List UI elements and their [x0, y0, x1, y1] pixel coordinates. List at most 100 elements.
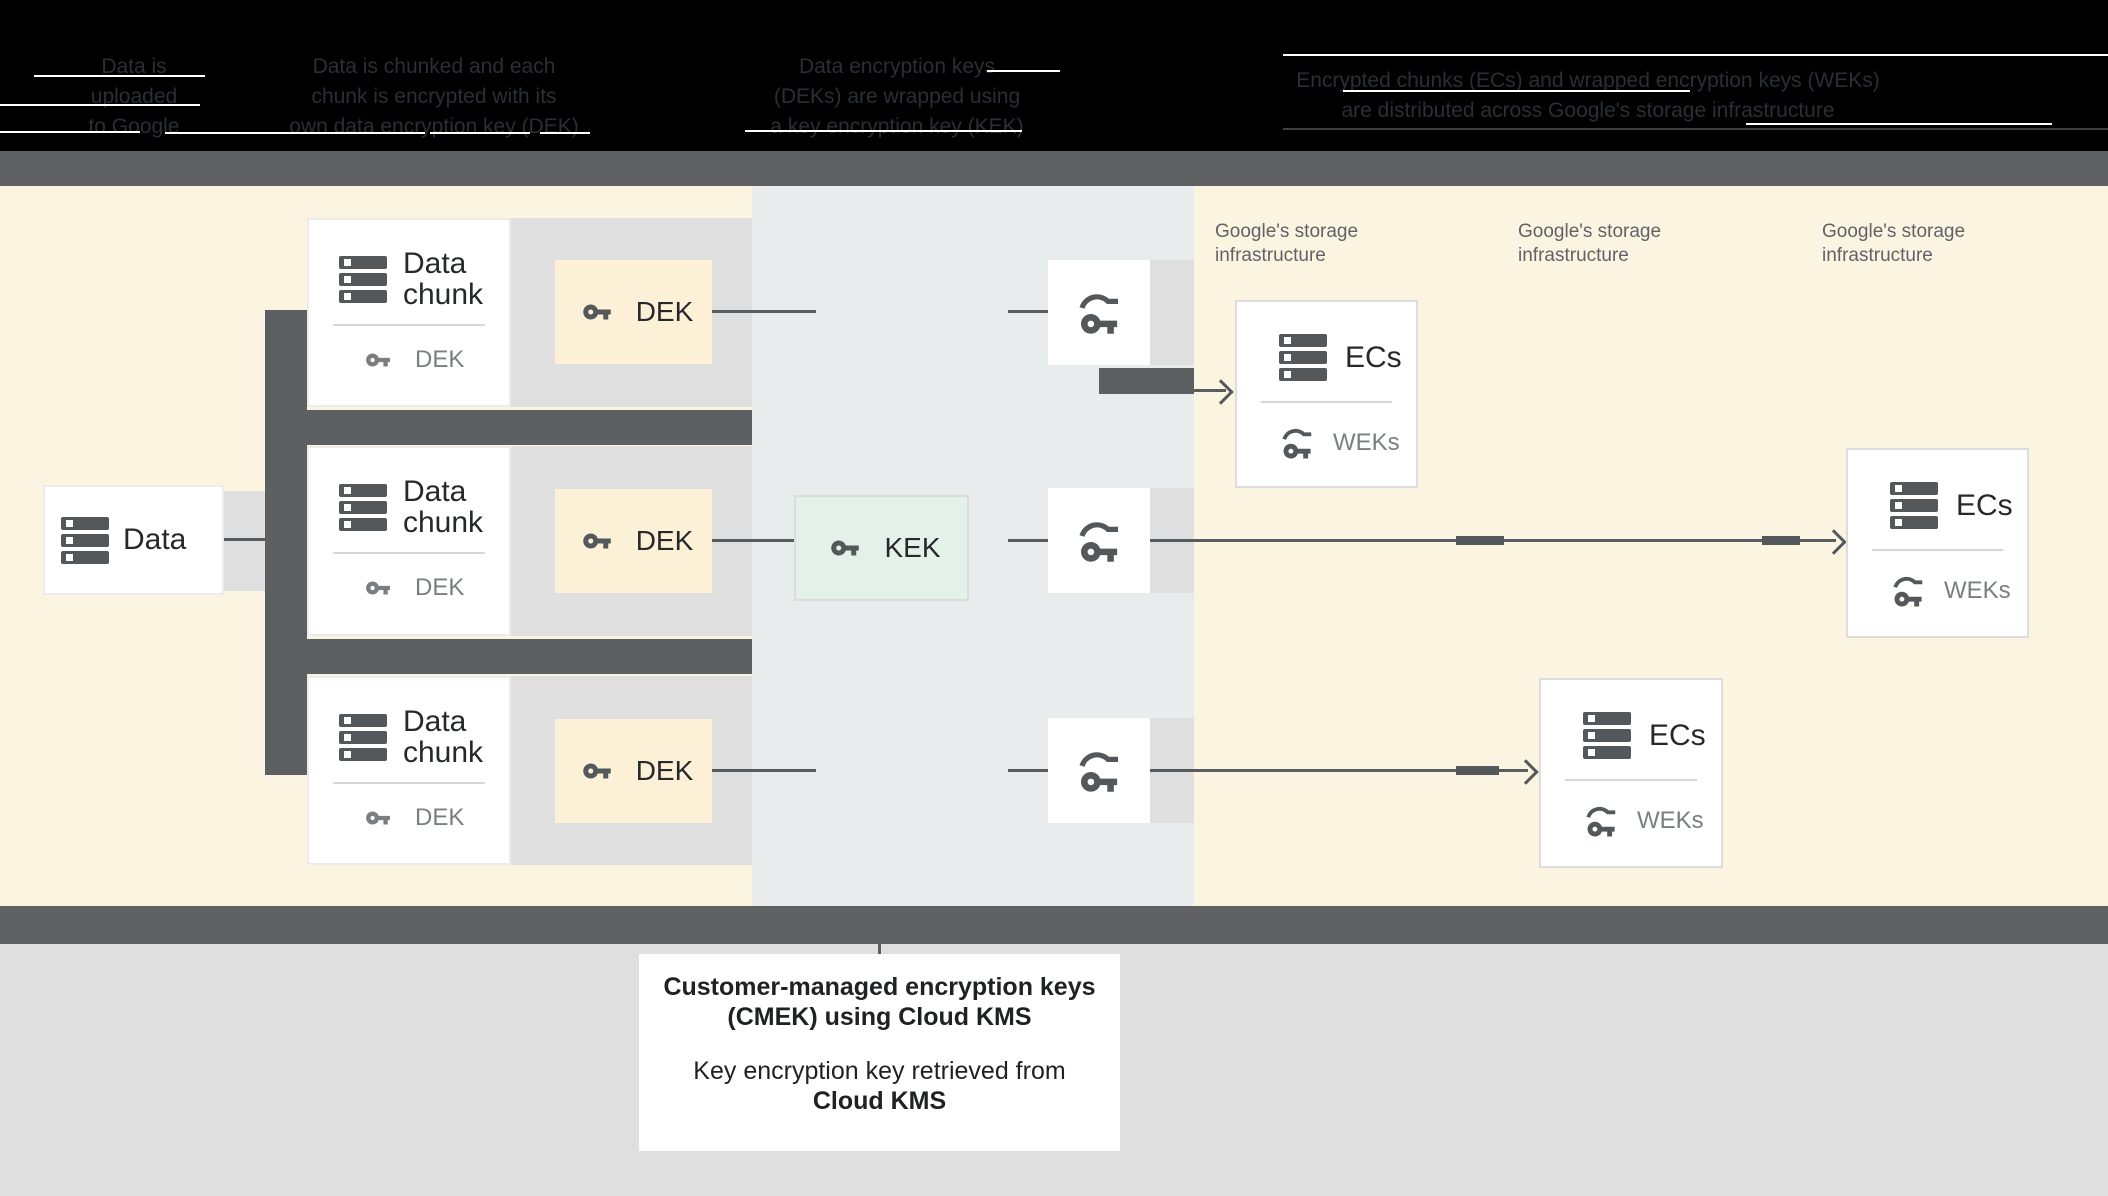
storage-infrastructure-label: Google's storage infrastructure	[1215, 220, 1358, 268]
dek-box-label: DEK	[635, 755, 694, 786]
ecs-box: ECs WEKs	[1846, 448, 2029, 638]
wrapped-key-icon	[1079, 521, 1118, 562]
wrap-connector-line	[1008, 769, 1048, 772]
inter-row-connector-bar	[265, 410, 752, 445]
kek-box-label: KEK	[884, 532, 941, 563]
card-divider	[333, 782, 485, 784]
underline-artifact	[0, 104, 200, 106]
storage-label-line: Google's storage	[1822, 221, 1966, 242]
ecs-box: ECs WEKs	[1235, 300, 1418, 488]
dek-connector-line	[712, 769, 816, 772]
header-text-line: chunk is encrypted with its	[311, 85, 557, 108]
header-text-line: uploaded	[90, 85, 178, 108]
data-chunk-title: Data chunk	[403, 475, 484, 539]
underline-artifact	[430, 132, 530, 134]
inter-row-connector-bar	[265, 639, 752, 674]
bottom-separator-band	[0, 906, 2108, 944]
key-icon	[366, 811, 390, 825]
arrow-line	[1194, 389, 1226, 392]
storage-stack-icon	[339, 713, 387, 761]
header-text-line: to Google	[88, 115, 180, 138]
header-text-line: Data is chunked and each	[312, 55, 556, 78]
data-chunk-card: Data chunk DEK	[307, 218, 511, 407]
caption-title-line: (CMEK) using Cloud KMS	[727, 1003, 1032, 1031]
header-col-chunking: Data is chunked and each chunk is encryp…	[254, 52, 614, 142]
storage-label-line: Google's storage	[1215, 221, 1359, 242]
data-box: Data	[43, 485, 224, 595]
dek-box: DEK	[555, 260, 712, 364]
storage-stack-icon	[1583, 712, 1631, 759]
header-text-line: (DEKs) are wrapped using	[773, 85, 1021, 108]
caption-card: Customer-managed encryption keys (CMEK) …	[639, 954, 1120, 1151]
underline-artifact	[540, 132, 590, 134]
card-divider	[333, 324, 485, 326]
ecs-title: ECs	[1956, 488, 2013, 522]
weks-label: WEKs	[1637, 807, 1704, 834]
header-col-distribution: Encrypted chunks (ECs) and wrapped encry…	[1288, 66, 1888, 126]
key-icon	[366, 353, 390, 367]
underline-artifact	[987, 70, 1060, 72]
wrap-connector-line	[1008, 539, 1048, 542]
header-text-line: Encrypted chunks (ECs) and wrapped encry…	[1296, 69, 1880, 92]
caption-title-line: Customer-managed encryption keys	[663, 973, 1096, 1001]
storage-stack-icon	[1279, 334, 1327, 381]
data-connector-line	[224, 538, 268, 541]
underline-artifact	[1283, 54, 2108, 56]
header-text-line: Data encryption keys	[798, 55, 996, 78]
header-text-line: own data encryption key (DEK)	[289, 115, 579, 138]
chunk-dek-label: DEK	[415, 574, 465, 601]
wrap-connector-line	[1008, 310, 1048, 313]
arrow-thick-dash	[1456, 536, 1504, 545]
ecs-title: ECs	[1345, 340, 1402, 374]
kek-box: KEK	[794, 495, 969, 601]
dek-connector-line	[712, 539, 794, 542]
arrow-line	[1150, 769, 1528, 772]
wrapped-key-icon	[1079, 751, 1118, 792]
wrapped-key-icon	[1282, 428, 1312, 459]
underline-artifact	[1283, 128, 2108, 130]
underline-artifact	[34, 75, 205, 77]
underline-artifact	[745, 130, 1022, 132]
underline-artifact	[165, 132, 425, 134]
storage-infrastructure-label: Google's storage infrastructure	[1518, 220, 1661, 268]
data-box-label: Data	[123, 523, 187, 556]
card-divider	[1565, 779, 1697, 781]
data-chunk-card: Data chunk DEK	[307, 446, 511, 636]
key-icon	[582, 533, 611, 549]
underline-artifact	[1746, 123, 2052, 125]
wrap-distribution-bar	[1099, 368, 1194, 394]
chunk-dek-label: DEK	[415, 804, 465, 831]
underline-artifact	[0, 131, 140, 133]
chunk-dek-label: DEK	[415, 346, 465, 373]
arrow-thick-dash	[1456, 766, 1499, 775]
arrow-thick-dash	[1762, 536, 1800, 545]
storage-label-line: Google's storage	[1518, 221, 1662, 242]
weks-label: WEKs	[1944, 577, 2011, 604]
key-icon	[831, 540, 860, 556]
data-chunk-card: Data chunk DEK	[307, 676, 511, 865]
card-divider	[1872, 549, 2003, 551]
storage-stack-icon	[339, 483, 387, 531]
caption-connector-tick	[878, 944, 881, 954]
underline-artifact	[1343, 90, 1690, 92]
data-chunk-title: Data chunk	[403, 247, 484, 311]
dek-box: DEK	[555, 719, 712, 823]
key-icon	[366, 581, 390, 595]
key-icon	[582, 763, 611, 779]
dek-box-label: DEK	[635, 525, 694, 556]
wrapped-key-box	[1048, 260, 1150, 365]
storage-stack-icon	[1890, 482, 1938, 529]
wrapped-key-box	[1048, 718, 1150, 823]
storage-stack-icon	[61, 516, 109, 564]
dek-box: DEK	[555, 489, 712, 593]
storage-stack-icon	[339, 255, 387, 303]
dek-box-label: DEK	[635, 296, 694, 327]
header-col-upload: Data is uploaded to Google	[34, 52, 234, 142]
storage-label-line: infrastructure	[1215, 245, 1326, 266]
storage-label-line: infrastructure	[1822, 245, 1933, 266]
fanout-trunk-bar	[265, 310, 307, 775]
storage-infrastructure-label: Google's storage infrastructure	[1822, 220, 1965, 268]
key-icon	[582, 304, 611, 320]
data-to-trunk-connector	[224, 491, 267, 591]
